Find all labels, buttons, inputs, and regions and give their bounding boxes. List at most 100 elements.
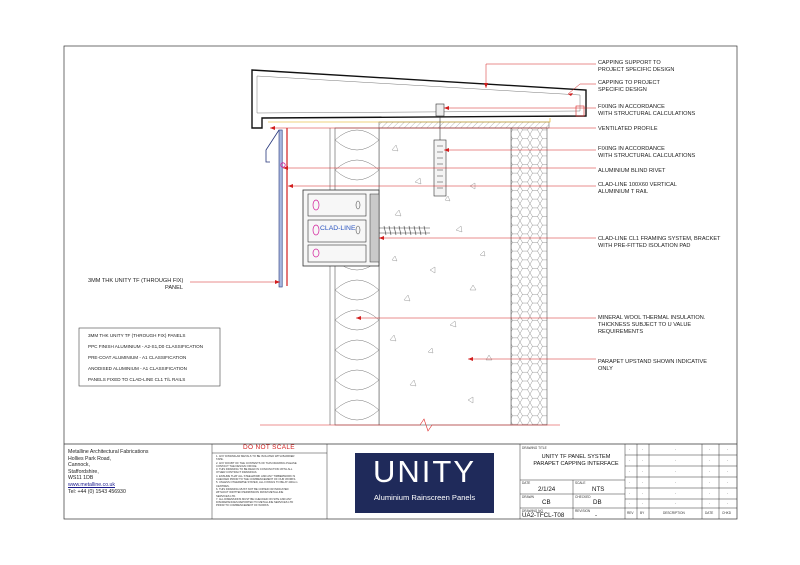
callout-bracket-1: CLAD-LINE CL1 FRAMING SYSTEM, BRACKET: [598, 236, 721, 242]
callout-capping-support-1: CAPPING SUPPORT TO: [598, 60, 661, 66]
callout-ventilated-profile: VENTILATED PROFILE: [598, 126, 658, 132]
rev-cell: -: [709, 447, 711, 451]
capping-support: [268, 118, 551, 123]
callout-insulation-1: MINERAL WOOL THERMAL INSULATION.: [598, 315, 706, 321]
section-drawing: CLAD-LINE: [78, 60, 721, 432]
website-link[interactable]: www.metalline.co.uk: [68, 481, 115, 488]
note-line: OTHER CONTRACT DRAWINGS.: [216, 471, 258, 475]
spec-line-2: PPC FINISH ALUMINIUM - A2-S1,D0 CLASSIFI…: [88, 344, 203, 349]
parapet-upstand: [510, 127, 548, 426]
capping-support-clip: [575, 105, 585, 117]
break-line: [260, 418, 560, 432]
address-postcode: WS11 1DB: [68, 475, 94, 482]
rev-header-chkd: CHKD: [722, 511, 732, 515]
cl1-bracket: [302, 189, 380, 267]
spec-line-5: PANELS FIXED TO CLAD-LINE CL1 T/L RAILS: [88, 377, 185, 382]
checked-label: CHECKED: [575, 495, 591, 499]
rev-cell: -: [629, 447, 631, 451]
callout-capping-1: CAPPING TO PROJECT: [598, 80, 661, 86]
callout-blind-rivet: ALUMINIUM BLIND RIVET: [598, 168, 666, 174]
rev-cell: -: [709, 469, 711, 473]
logo-sub: Aluminium Rainscreen Panels: [373, 493, 476, 502]
rev-cell: -: [642, 501, 644, 505]
spec-line-4: ANODISED ALUMINIUM - A1 CLASSIFICATION: [88, 366, 187, 371]
callout-fixing-b-2: WITH STRUCTURAL CALCULATIONS: [598, 153, 696, 159]
drawn-value: CB: [542, 499, 551, 506]
note-line: TAPE.: [216, 458, 224, 462]
scale-label: SCALE: [575, 481, 586, 485]
panel-return: [265, 129, 280, 163]
rev-cell: -: [727, 458, 729, 462]
drawing-no-value: UA2-TFCL-T08: [522, 512, 565, 519]
callouts: CAPPING SUPPORT TO PROJECT SPECIFIC DESI…: [598, 60, 721, 372]
rev-cell: -: [642, 491, 644, 495]
head-packer: [378, 121, 550, 129]
rev-cell: -: [675, 480, 677, 484]
leader-arrows: [270, 83, 573, 361]
general-notes: 1. ANY DISSIMILAR METALS TO BE ISOLATED …: [216, 455, 326, 508]
note-line: DISCREPANCIES REPORTED TO METALLINE SERV…: [216, 501, 294, 505]
callout-bracket-2: WITH PRE-FITTED ISOLATION PAD: [598, 243, 690, 249]
address-line-3: Staffordshire,: [68, 468, 99, 475]
drawn-label: DRAWN: [522, 495, 534, 499]
rev-cell: -: [629, 469, 631, 473]
note-line: SERVICES LTD.: [216, 494, 236, 498]
phone: Tel: +44 (0) 1543 456930: [68, 488, 126, 495]
note-line: 6. THIS DRAWING MUST NOT BE COPIED OR IN…: [216, 487, 289, 491]
mineral-wool-insulation: [334, 127, 380, 426]
spec-line-3: PRE-COAT ALUMINIUM - A1 CLASSIFICATION: [88, 355, 186, 360]
callout-capping-2: SPECIFIC DESIGN: [598, 87, 647, 93]
callout-fixing-a-1: FIXING IN ACCORDANCE: [598, 104, 665, 110]
drawing-title-line-2: PARAPET CAPPING INTERFACE: [533, 461, 619, 468]
title-block-grid: [211, 444, 737, 519]
drawing-title-line-1: UNITY TF PANEL SYSTEM: [541, 454, 611, 460]
rev-cell: -: [629, 491, 631, 495]
rev-cell: -: [709, 480, 711, 484]
note-line: 3. THIS DRAWING TO BE READ IN CONJUNCTIO…: [216, 468, 293, 472]
company-name: Metalline Architectural Fabrications: [68, 449, 149, 455]
rev-cell: -: [642, 480, 644, 484]
note-line: WITHOUT WRITTEN PERMISSION FROM METALLIN…: [216, 491, 284, 495]
callout-parapet-2: ONLY: [598, 366, 613, 372]
note-line: 7. ALL DIMENSIONS MUST BE CHECKED ON SIT…: [216, 497, 292, 501]
rev-cell: -: [675, 491, 677, 495]
callout-fixing-b-1: FIXING IN ACCORDANCE: [598, 146, 665, 152]
rev-cell: -: [642, 458, 644, 462]
spec-lines: 3MM THK UNITY TF (THROUGH FIX) PANELS PP…: [88, 333, 203, 382]
rev-cell: -: [675, 458, 677, 462]
note-line: 2. ANY DOUBT OF THE CONTENTS OF THIS DRA…: [216, 461, 297, 465]
rev-cell: -: [642, 469, 644, 473]
panel-label-2: PANEL: [165, 285, 183, 291]
rev-header-description: DESCRIPTION: [663, 511, 685, 515]
callout-fixing-a-2: WITH STRUCTURAL CALCULATIONS: [598, 111, 696, 117]
drawing-title: UNITY TF PANEL SYSTEM PARAPET CAPPING IN…: [526, 454, 626, 469]
do-not-scale: DO NOT SCALE: [243, 444, 295, 451]
spec-line-1: 3MM THK UNITY TF (THROUGH FIX) PANELS: [88, 333, 185, 338]
rev-cell: -: [642, 447, 644, 451]
rev-cell: -: [727, 447, 729, 451]
drawing-title-label: DRAWING TITLE: [522, 446, 547, 450]
rev-cell: -: [675, 447, 677, 451]
note-line: 4. ENSURE THAT ALL STEELWORK AND ANY TIM…: [216, 474, 296, 478]
scale-value: NTS: [592, 486, 605, 493]
rev-header-date: DATE: [705, 511, 714, 515]
rev-cell: -: [709, 501, 711, 505]
date-label: DATE: [522, 481, 531, 485]
anchor-bolt: [379, 225, 430, 236]
unity-logo: UNITY Aluminium Rainscreen Panels: [355, 453, 494, 513]
callout-capping-support-2: PROJECT SPECIFIC DESIGN: [598, 67, 674, 73]
bracket-label: CLAD-LINE: [320, 225, 356, 232]
callout-insulation-3: REQUIREMENTS: [598, 329, 643, 335]
rev-cell: -: [629, 458, 631, 462]
rivet: [280, 162, 286, 168]
rev-cell: -: [629, 480, 631, 484]
spec-box: [78, 327, 221, 387]
unity-tf-panel: [278, 129, 283, 288]
address-line-2: Cannock,: [68, 462, 90, 469]
rev-cell: -: [709, 491, 711, 495]
address-line-1: Hollies Park Road,: [68, 455, 111, 462]
callout-insulation-2: THICKNESS SUBJECT TO U VALUE: [598, 322, 691, 328]
checked-value: DB: [593, 499, 602, 506]
capping-inner: [256, 75, 581, 114]
